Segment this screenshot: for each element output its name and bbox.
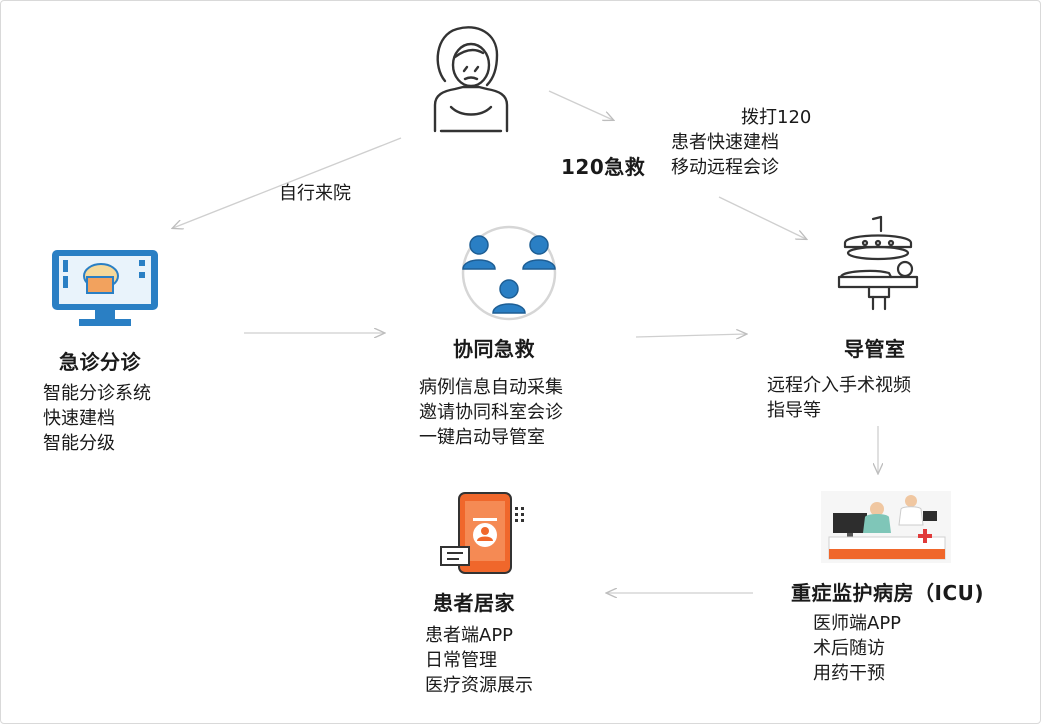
cathlab-feature: 远程介入手术视频 xyxy=(767,375,911,396)
ambulance-title: 120急救 xyxy=(561,155,646,179)
home-feature: 医疗资源展示 xyxy=(425,675,533,696)
ambulance-steps: 拨打120 患者快速建档 移动远程会诊 xyxy=(671,105,811,180)
cathlab-feature: 指导等 xyxy=(767,400,821,421)
cathlab-features: 远程介入手术视频 指导等 xyxy=(767,373,911,423)
cathlab-title: 导管室 xyxy=(844,337,906,361)
home-feature: 日常管理 xyxy=(425,650,497,671)
triage-feature: 智能分诊系统 xyxy=(43,383,151,404)
icu-feature: 用药干预 xyxy=(813,663,885,684)
rescue-feature: 一键启动导管室 xyxy=(419,427,545,448)
team-collaboration-icon xyxy=(461,225,557,321)
triage-monitor-icon xyxy=(52,250,158,326)
patient-icon xyxy=(433,26,509,133)
rescue-feature: 邀请协同科室会诊 xyxy=(419,402,563,423)
home-feature: 患者端APP xyxy=(425,625,514,646)
ambulance-step: 拨打120 xyxy=(741,107,812,128)
icu-feature: 医师端APP xyxy=(813,613,902,634)
arrow-patient-to-ambulance xyxy=(548,90,613,120)
icu-feature: 术后随访 xyxy=(813,638,885,659)
ambulance-step: 患者快速建档 xyxy=(671,132,779,153)
triage-features: 智能分诊系统 快速建档 智能分级 xyxy=(43,381,151,456)
self-visit-label: 自行来院 xyxy=(279,183,351,204)
ambulance-step: 移动远程会诊 xyxy=(671,157,779,178)
icu-ward-icon xyxy=(821,491,951,563)
triage-feature: 快速建档 xyxy=(43,408,115,429)
icu-title: 重症监护病房（ICU) xyxy=(791,581,984,605)
triage-title: 急诊分诊 xyxy=(59,350,141,374)
home-features: 患者端APP 日常管理 医疗资源展示 xyxy=(425,623,533,698)
rescue-features: 病例信息自动采集 邀请协同科室会诊 一键启动导管室 xyxy=(419,375,563,450)
icu-features: 医师端APP 术后随访 用药干预 xyxy=(813,611,901,686)
arrow-patient-to-triage xyxy=(173,137,402,228)
surgical-lamp-bed-icon xyxy=(837,215,919,311)
arrow-rescue-to-cathlab xyxy=(635,334,746,337)
home-title: 患者居家 xyxy=(433,591,515,615)
triage-feature: 智能分级 xyxy=(43,433,115,454)
rescue-feature: 病例信息自动采集 xyxy=(419,377,563,398)
mobile-app-icon xyxy=(440,492,524,574)
rescue-title: 协同急救 xyxy=(453,337,535,361)
arrow-ambulance-to-cathlab xyxy=(718,196,806,239)
